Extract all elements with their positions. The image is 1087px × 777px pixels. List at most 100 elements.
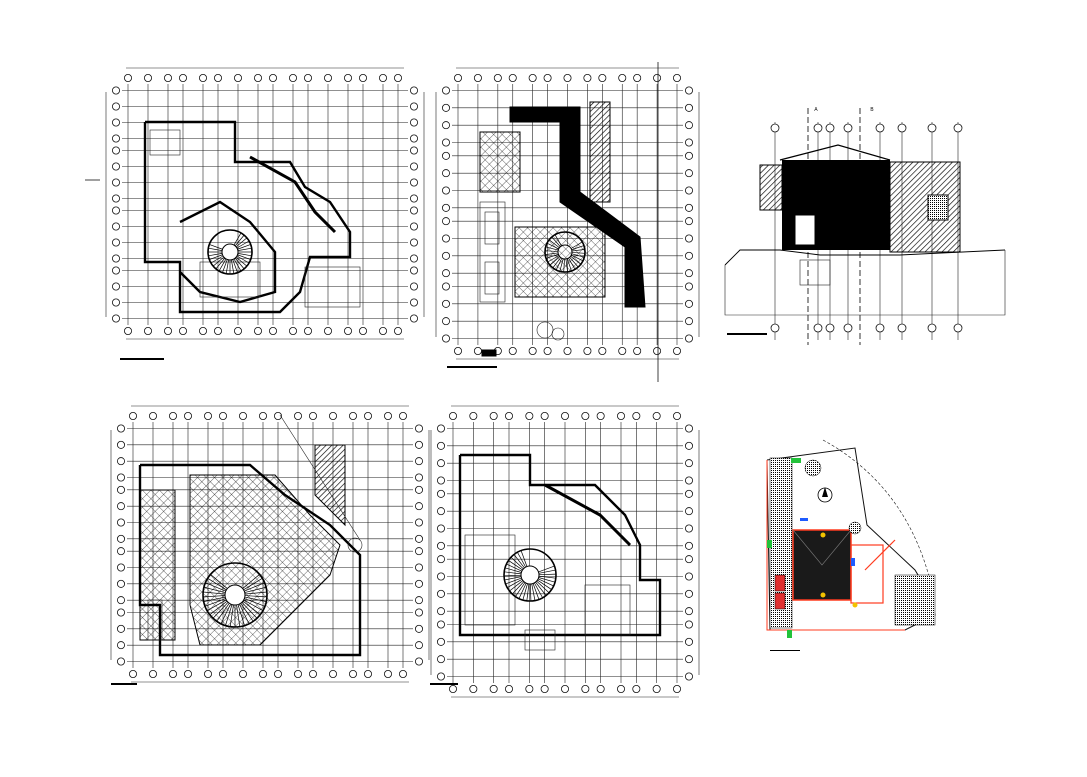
grid-bubble xyxy=(214,326,223,335)
grid-bubble xyxy=(441,169,450,178)
grid-bubble xyxy=(684,637,693,646)
grid-bubble xyxy=(436,424,445,433)
grid-bubble xyxy=(111,102,120,111)
grid-bubble xyxy=(179,73,188,82)
grid-bubble xyxy=(653,73,662,82)
grid-bubble xyxy=(684,424,693,433)
grid-bubble xyxy=(111,238,120,247)
grid-bubble xyxy=(111,282,120,291)
grid-bubble xyxy=(618,73,627,82)
grid-bubble xyxy=(164,73,173,82)
grid-bubble xyxy=(508,346,517,355)
floor-plan-2-title xyxy=(447,366,497,368)
grid-bubble xyxy=(813,123,823,133)
grid-bubble xyxy=(875,123,885,133)
spiral-stair xyxy=(503,548,557,602)
grid-bubble xyxy=(489,684,498,693)
grid-bubble xyxy=(409,282,418,291)
road-edge xyxy=(822,439,931,581)
grid-bubble xyxy=(111,118,120,127)
grid-bubble xyxy=(253,326,262,335)
grid-bubble xyxy=(214,73,223,82)
accent-mark xyxy=(767,540,772,548)
grid-bubble xyxy=(528,73,537,82)
grid-bubble xyxy=(323,73,332,82)
grid-bubble xyxy=(596,684,605,693)
grid-bubble xyxy=(343,326,352,335)
grid-bubble xyxy=(618,346,627,355)
grid-bubble xyxy=(116,440,125,449)
grid-bubble xyxy=(684,269,693,278)
grid-bubble xyxy=(409,102,418,111)
grid-bubble xyxy=(441,103,450,112)
grid-bubble xyxy=(436,620,445,629)
grid-bubble xyxy=(441,282,450,291)
grid-bubble xyxy=(149,669,158,678)
grid-bubble xyxy=(409,298,418,307)
grid-bubble xyxy=(169,669,178,678)
grid-bubble xyxy=(116,518,125,527)
site-plan-title xyxy=(770,650,800,651)
grid-bubble xyxy=(288,73,297,82)
grid-bubble xyxy=(441,86,450,95)
grid-bubble xyxy=(684,121,693,130)
floor-plan-4 xyxy=(425,405,705,705)
grid-bubble xyxy=(616,412,625,420)
grid-bubble xyxy=(652,412,661,420)
grid-bubble xyxy=(469,412,478,420)
grid-bubble xyxy=(111,266,120,275)
grid-bubble xyxy=(469,684,478,693)
grid-bubble xyxy=(116,547,125,556)
grid-bubble xyxy=(684,672,693,681)
car-icon xyxy=(774,592,786,610)
grid-bubble xyxy=(441,269,450,278)
grid-bubble xyxy=(633,73,642,82)
floor-plan-3-title xyxy=(111,683,137,685)
floor-plan-2-drawing xyxy=(435,62,700,382)
grid-bubble xyxy=(111,178,120,187)
grid-bubble xyxy=(441,251,450,260)
grid-bubble xyxy=(348,412,357,420)
grid-bubble xyxy=(268,326,277,335)
floor-plan-4-drawing xyxy=(430,405,700,698)
grid-bubble xyxy=(525,684,534,693)
grid-bubble xyxy=(684,334,693,343)
grid-bubble xyxy=(116,424,125,433)
grid-bubble xyxy=(111,206,120,215)
grid-bubble xyxy=(116,624,125,633)
grid-bubble xyxy=(414,534,423,543)
grid-bubble xyxy=(184,412,193,420)
grid-bubble xyxy=(441,217,450,226)
grid-bubble xyxy=(111,86,120,95)
grid-bubble xyxy=(684,203,693,212)
grid-bubble xyxy=(414,563,423,572)
grid-bubble xyxy=(116,641,125,650)
grid-bubble xyxy=(116,485,125,494)
grid-bubble xyxy=(540,412,549,420)
grid-bubble xyxy=(672,684,681,693)
grid-bubble xyxy=(493,73,502,82)
accent-mark xyxy=(820,532,826,538)
grid-bubble xyxy=(328,669,337,678)
grid-bubble xyxy=(308,412,317,420)
grid-bubble xyxy=(233,73,242,82)
grid-bubble xyxy=(672,346,681,355)
grid-bubble xyxy=(525,412,534,420)
grid-bubble xyxy=(116,473,125,482)
grid-bubble xyxy=(414,440,423,449)
grid-bubble xyxy=(684,655,693,664)
grid-bubble xyxy=(409,134,418,143)
grid-bubble xyxy=(414,596,423,605)
grid-bubble xyxy=(436,555,445,564)
spiral-stair xyxy=(202,562,268,628)
grid-bubble xyxy=(843,123,853,133)
grid-bubble xyxy=(441,299,450,308)
grid-bubble xyxy=(684,86,693,95)
grid-bubble xyxy=(123,73,132,82)
grid-bubble xyxy=(273,412,282,420)
grid-bubble xyxy=(633,346,642,355)
grid-bubble xyxy=(672,412,681,420)
grid-bubble xyxy=(111,314,120,323)
grid-bubble xyxy=(111,194,120,203)
grid-bubble xyxy=(441,186,450,195)
